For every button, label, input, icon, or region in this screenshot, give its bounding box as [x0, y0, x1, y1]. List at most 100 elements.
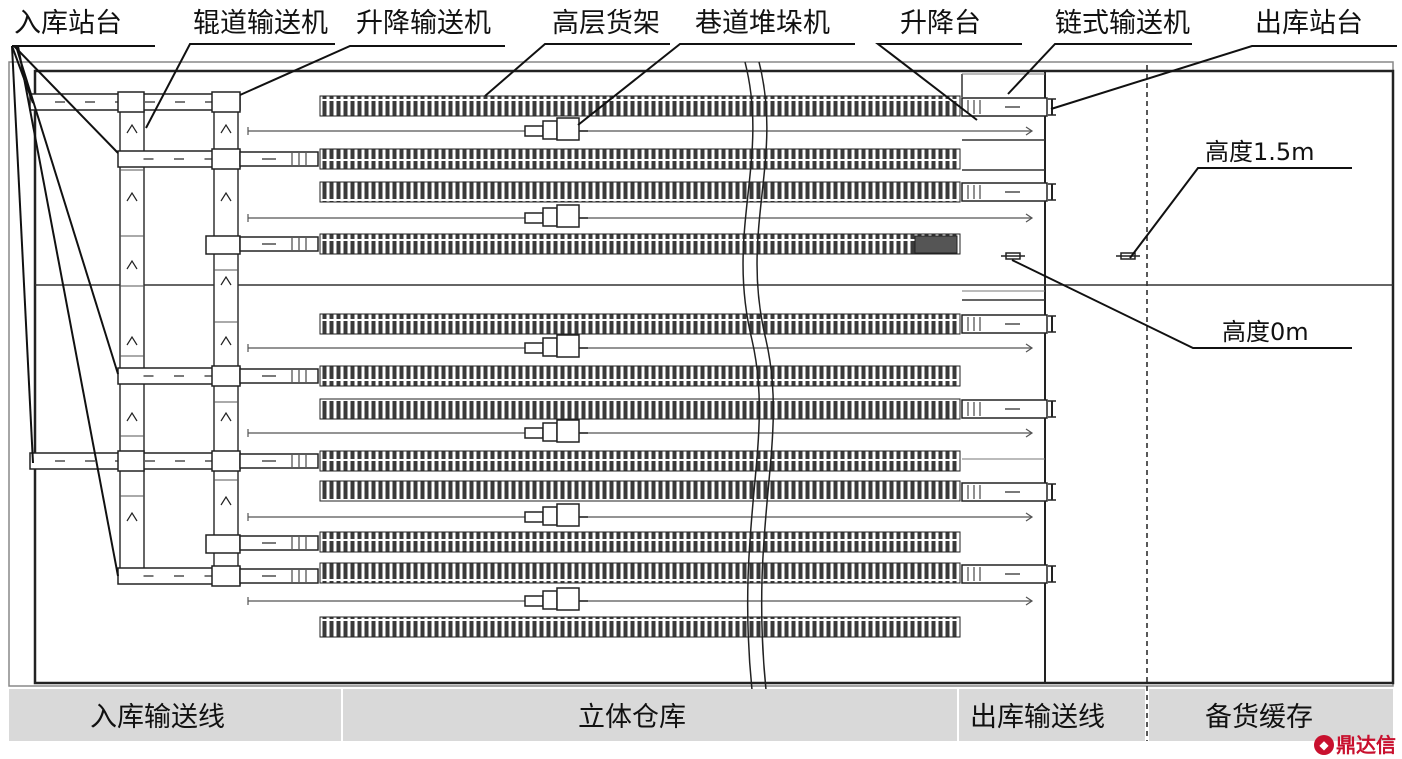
stacker-carriage — [524, 595, 544, 607]
watermark: ◆ 鼎达信 — [1314, 735, 1396, 755]
stacker-cabin — [556, 419, 580, 443]
chain-conveyor-body — [961, 482, 1048, 502]
aisle-arrow-icon — [1025, 343, 1034, 353]
rack-row — [319, 616, 961, 638]
zone-band-inbound — [9, 689, 341, 741]
lift-conveyor-box — [205, 235, 241, 255]
leader-height-high — [1129, 167, 1352, 259]
chain-conveyor-body — [961, 182, 1048, 202]
leader-stacker-crane — [577, 43, 855, 126]
up-arrow-icon — [126, 511, 138, 522]
zone-label-buffer: 备货缓存 — [1205, 702, 1313, 733]
stacker-crane — [524, 117, 588, 141]
outbound-conveyor — [961, 73, 1056, 117]
label-chain-conveyor: 链式输送机 — [1055, 8, 1190, 39]
up-arrow-icon — [126, 411, 138, 422]
leader-outbound-station — [1050, 45, 1397, 110]
label-roller-conveyor: 辊道输送机 — [193, 8, 328, 39]
inbound-conveyor-group — [29, 91, 319, 587]
inbound-feeder — [117, 150, 241, 168]
label-lift-conveyor: 升降输送机 — [356, 8, 491, 39]
lift-conveyor-box — [205, 534, 241, 554]
lift-conveyor-box — [211, 565, 241, 587]
label-stacker-crane: 巷道堆垛机 — [695, 8, 830, 39]
up-arrow-icon — [220, 495, 232, 506]
height-marker-low — [1001, 252, 1025, 260]
aisle-group — [247, 126, 1034, 606]
stacker-carriage — [524, 212, 544, 224]
outbound-conveyor — [961, 399, 1056, 419]
break-curve-outer — [742, 61, 761, 691]
leader-high-rack — [484, 43, 670, 97]
leader-chain-conveyor — [1007, 43, 1192, 95]
stacker-crane — [524, 419, 588, 443]
outbound-conveyor — [961, 290, 1056, 334]
rack-end-block — [914, 235, 958, 254]
chain-conveyor-body — [961, 97, 1048, 117]
lift-conveyor-box — [211, 450, 241, 472]
stacker-carriage — [524, 125, 544, 137]
label-outbound-station: 出库站台 — [1255, 8, 1363, 39]
stacker-carriage — [524, 427, 544, 439]
stacker-cabin — [556, 334, 580, 358]
stacker-mast — [542, 337, 558, 357]
up-arrow-icon — [220, 191, 232, 202]
rack-row — [319, 480, 961, 502]
height-marker-high — [1116, 252, 1140, 260]
stacker-cabin — [556, 204, 580, 228]
break-curve-inner — [756, 61, 775, 691]
zone-band-buffer — [1149, 689, 1393, 741]
zone-label-inbound-line: 入库输送线 — [90, 702, 225, 733]
stacker-crane-group — [524, 117, 588, 611]
outbound-conveyor — [961, 564, 1056, 584]
outbound-conveyor-group — [961, 73, 1056, 584]
lift-conveyor-box — [117, 450, 145, 472]
up-arrow-icon — [126, 191, 138, 202]
up-arrow-icon — [126, 335, 138, 346]
rack-row — [319, 398, 961, 420]
stacker-carriage — [524, 342, 544, 354]
label-height-low: 高度0m — [1222, 318, 1309, 346]
leader-lift-conveyor — [239, 45, 505, 96]
rack-row — [319, 148, 961, 170]
zone-band-storage — [343, 689, 957, 741]
rack-row — [319, 450, 961, 472]
rack-group — [319, 95, 961, 638]
stacker-crane — [524, 587, 588, 611]
chain-conveyor-body — [961, 399, 1048, 419]
up-arrow-icon — [220, 335, 232, 346]
lift-conveyor-box — [211, 91, 241, 113]
rack-row — [319, 562, 961, 584]
stacker-cabin — [556, 587, 580, 611]
up-arrow-icon — [220, 123, 232, 134]
leader-lift-table — [875, 43, 1022, 121]
up-arrow-icon — [126, 259, 138, 270]
up-arrow-icon — [126, 123, 138, 134]
outbound-conveyor — [961, 182, 1056, 202]
stacker-mast — [542, 590, 558, 610]
stacker-cabin — [556, 503, 580, 527]
stacker-mast — [542, 120, 558, 140]
lift-conveyor-box — [117, 91, 145, 113]
rack-row — [319, 531, 961, 553]
rack-row — [319, 313, 961, 335]
watermark-text: 鼎达信 — [1336, 733, 1396, 757]
aisle-arrow-icon — [1025, 512, 1034, 522]
callout-leaders — [11, 43, 1397, 577]
aisle-arrow-icon — [1025, 213, 1034, 223]
leader-roller-conveyor — [145, 43, 335, 129]
lift-conveyor-box — [211, 365, 241, 387]
label-lift-table: 升降台 — [900, 8, 981, 39]
lift-conveyor-box — [211, 148, 241, 170]
leader-height-low — [1011, 259, 1352, 349]
rack-row — [319, 181, 961, 203]
rack-row — [319, 365, 961, 387]
stacker-mast — [542, 207, 558, 227]
aisle-arrow-icon — [1025, 428, 1034, 438]
aisle-arrow-icon — [1025, 596, 1034, 606]
watermark-logo-icon: ◆ — [1314, 735, 1334, 755]
chain-conveyor-body — [961, 564, 1048, 584]
zone-label-storage: 立体仓库 — [578, 702, 686, 733]
